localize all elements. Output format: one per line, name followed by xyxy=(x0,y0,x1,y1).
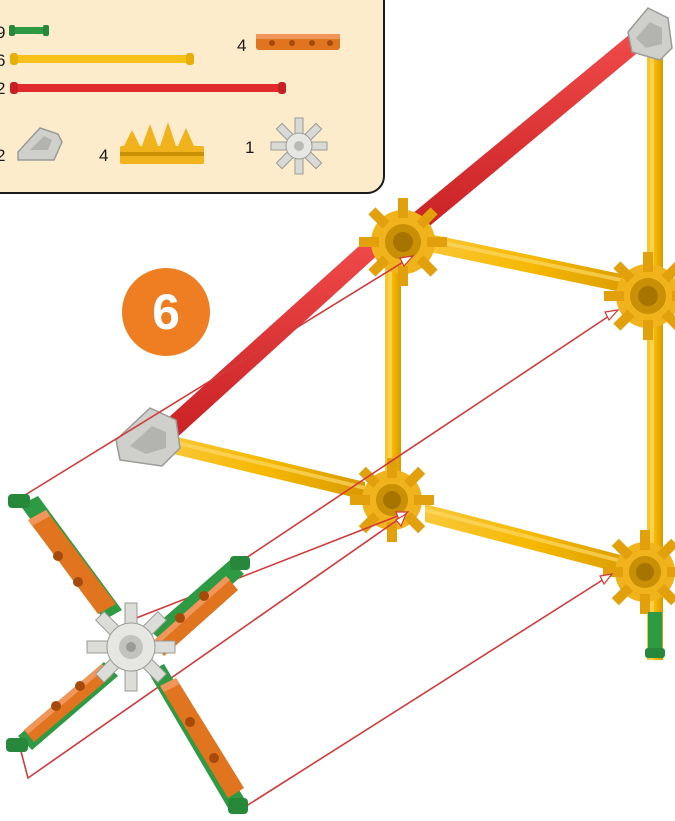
parts-icon-white-hub xyxy=(271,118,327,174)
cross-arm-upper-left xyxy=(8,494,122,620)
step-number-badge: 6 xyxy=(122,268,210,356)
yellow-connector-upper-middle xyxy=(359,198,447,286)
lower-left-horizontal-rod xyxy=(165,434,365,500)
left-gray-connector xyxy=(116,408,180,466)
parts-icon-gray-connector xyxy=(18,128,62,160)
bottom-green-stub xyxy=(645,612,665,658)
yellow-connector-lower-right xyxy=(603,530,675,614)
parts-icon-green-rod xyxy=(9,25,49,36)
upper-horizontal-rod xyxy=(420,232,640,296)
lower-right-horizontal-rod xyxy=(425,504,640,578)
cross-arm-lower-right xyxy=(148,664,248,814)
parts-icon-yellow-rod xyxy=(10,53,194,65)
parts-icon-red-rod xyxy=(10,82,286,94)
yellow-connector-upper-right xyxy=(604,252,675,340)
top-gray-connector xyxy=(628,8,672,60)
parts-icon-yellow-connector xyxy=(120,122,204,164)
cross-white-hub xyxy=(87,603,175,691)
parts-icon-orange-rod xyxy=(256,34,340,50)
